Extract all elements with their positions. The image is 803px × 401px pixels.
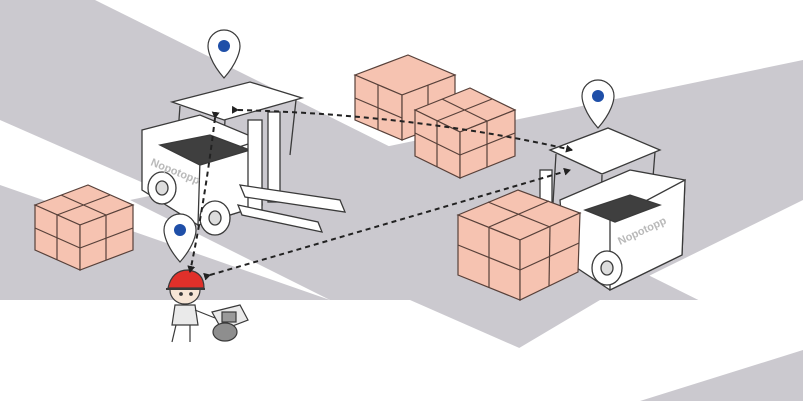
location-pin-icon [207,29,241,79]
communication-links [187,105,573,281]
white-island-left [40,300,330,401]
link-forklift-left-to-right [231,105,573,153]
white-island-right [430,300,803,401]
link-forklift-left-to-worker [187,111,220,273]
worker-with-hand-truck-icon [166,269,249,343]
box-stack-left [33,184,135,271]
link-worker-to-forklift-right [203,167,571,281]
location-pin-icon [581,79,615,129]
